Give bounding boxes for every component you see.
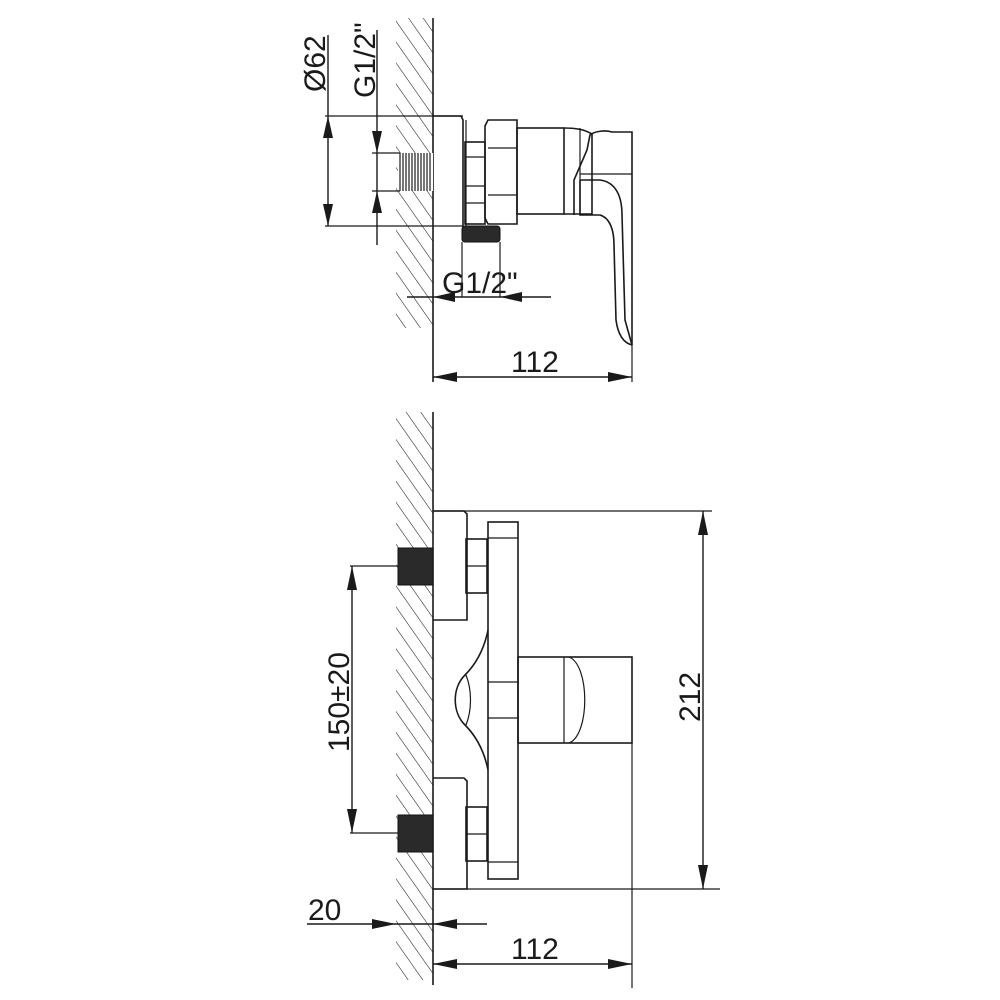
flange-side [325, 115, 467, 227]
dim-inlet-g12 [372, 30, 400, 245]
handle-cylinder-front [517, 656, 633, 988]
hex-nut-upper [465, 538, 488, 594]
wall-section-bottom [396, 412, 434, 985]
dim-depth-112-bottom [433, 959, 632, 969]
lever-handle-side [573, 130, 633, 346]
outlet-thread-side [461, 225, 501, 243]
wall-section-top [396, 18, 434, 382]
hex-nut-lower [465, 806, 488, 862]
label-diameter-62: Ø62 [299, 35, 332, 92]
flange-lower [433, 777, 468, 890]
label-inlet-spacing: 150±20 [323, 652, 356, 752]
label-height-212: 212 [674, 672, 707, 722]
inlet-thread-upper [397, 547, 434, 586]
hex-nut-side [464, 141, 486, 225]
dim-inlet-spacing [347, 565, 398, 834]
union-nut-side [484, 119, 518, 225]
dim-outlet-g12 [407, 242, 551, 302]
dim-height-212 [698, 511, 708, 889]
inlet-thread-top [398, 153, 433, 191]
inlet-thread-lower [397, 814, 434, 853]
front-view: 212 150±20 20 112 [307, 412, 720, 988]
dim-diameter-62 [323, 35, 333, 226]
connector-bulge [454, 629, 489, 771]
dim-wall-offset-20 [307, 919, 487, 929]
label-depth-112-bottom: 112 [511, 933, 559, 966]
side-view: Ø62 G1/2" G1/2" 112 [299, 18, 633, 382]
dim-depth-112-top [433, 345, 633, 382]
flange-upper [433, 510, 468, 621]
mixer-body-plate [487, 521, 519, 880]
label-wall-offset-20: 20 [308, 894, 341, 927]
label-outlet-thread: G1/2" [442, 267, 518, 300]
label-inlet-thread: G1/2" [349, 22, 382, 98]
label-depth-112-top: 112 [511, 346, 559, 379]
